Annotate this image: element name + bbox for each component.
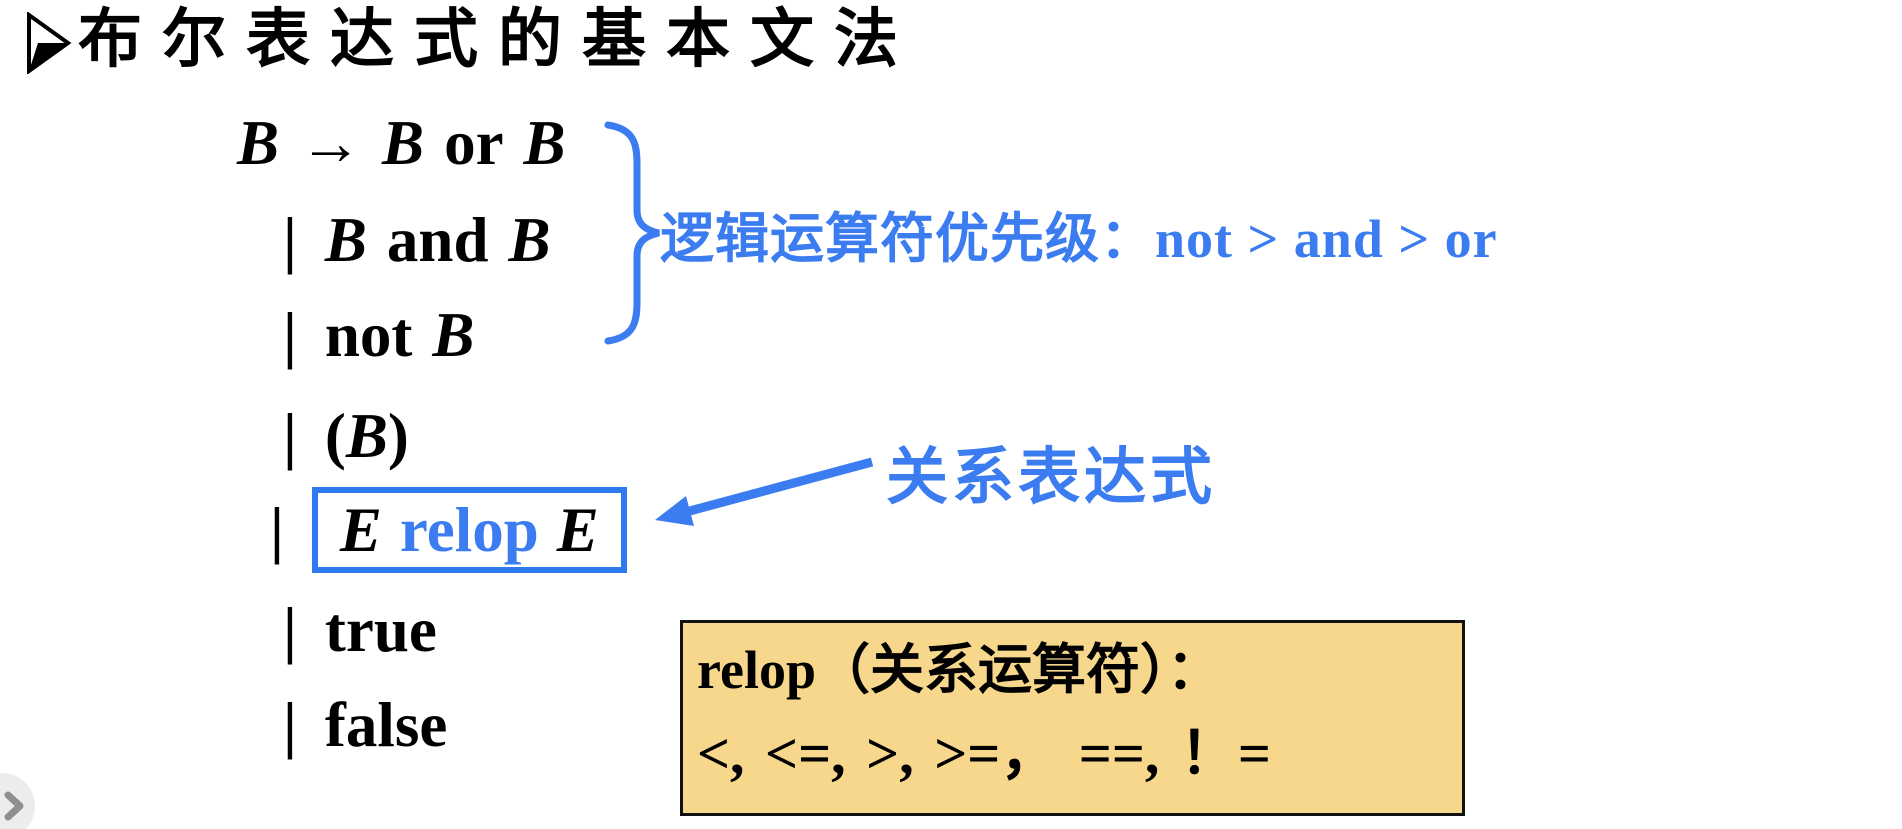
alternative-bar: | [283, 300, 297, 370]
grammar-production-true: | true [283, 595, 437, 665]
nonterminal-B: B [345, 401, 388, 471]
alternative-bar: | [283, 690, 297, 760]
nonterminal-B: B [508, 205, 551, 275]
relational-arrow-icon [655, 457, 874, 526]
alternative-bar: | [283, 401, 297, 471]
close-paren: ) [387, 401, 409, 471]
keyword-not: not [324, 300, 413, 370]
precedence-annotation: 逻辑运算符优先级：not > and > or [660, 209, 1498, 269]
grammar-production-false: | false [283, 690, 447, 760]
relop-definition-box: relop（关系运算符）： <, <=, >, >=， ==, ！= [680, 620, 1465, 816]
production-arrow: → [299, 108, 363, 178]
keyword-and: and [386, 205, 489, 275]
relop-operator-list: <, <=, >, >=， ==, ！= [697, 721, 1271, 786]
grammar-production-and: | B and B [283, 205, 551, 275]
nonterminal-E: E [556, 495, 599, 565]
relop-highlight-box: E relop E [311, 487, 627, 573]
grammar-production-paren: | ( B ) [283, 401, 409, 471]
slide-title: 布尔表达式的基本文法 [26, 0, 918, 80]
nonterminal-B: B [432, 300, 475, 370]
keyword-or: or [444, 108, 504, 178]
relational-expression-annotation: 关系表达式 [886, 444, 1217, 512]
keyword-false: false [324, 690, 448, 760]
alternative-bar: | [283, 205, 297, 275]
nonterminal-B: B [382, 108, 425, 178]
group-brace [604, 121, 660, 345]
arrow-bullet-icon [26, 11, 72, 79]
grammar-production-or: B → B or B [237, 108, 566, 178]
nonterminal-E: E [339, 495, 382, 565]
relop-definition-title: relop（关系运算符）： [697, 640, 1221, 700]
nonterminal-B: B [324, 205, 367, 275]
keyword-true: true [324, 595, 437, 665]
next-slide-button[interactable] [0, 773, 35, 829]
grammar-production-relop: | E relop E [270, 487, 627, 573]
grammar-production-not: | not B [283, 300, 474, 370]
parenthesized-B: ( B ) [325, 401, 409, 471]
open-paren: ( [324, 401, 346, 471]
keyword-relop: relop [399, 495, 539, 565]
alternative-bar: | [283, 595, 297, 665]
chevron-right-icon [4, 791, 24, 821]
nonterminal-B: B [237, 108, 280, 178]
alternative-bar: | [270, 495, 284, 565]
nonterminal-B: B [523, 108, 566, 178]
slide-title-text: 布尔表达式的基本文法 [78, 4, 918, 75]
